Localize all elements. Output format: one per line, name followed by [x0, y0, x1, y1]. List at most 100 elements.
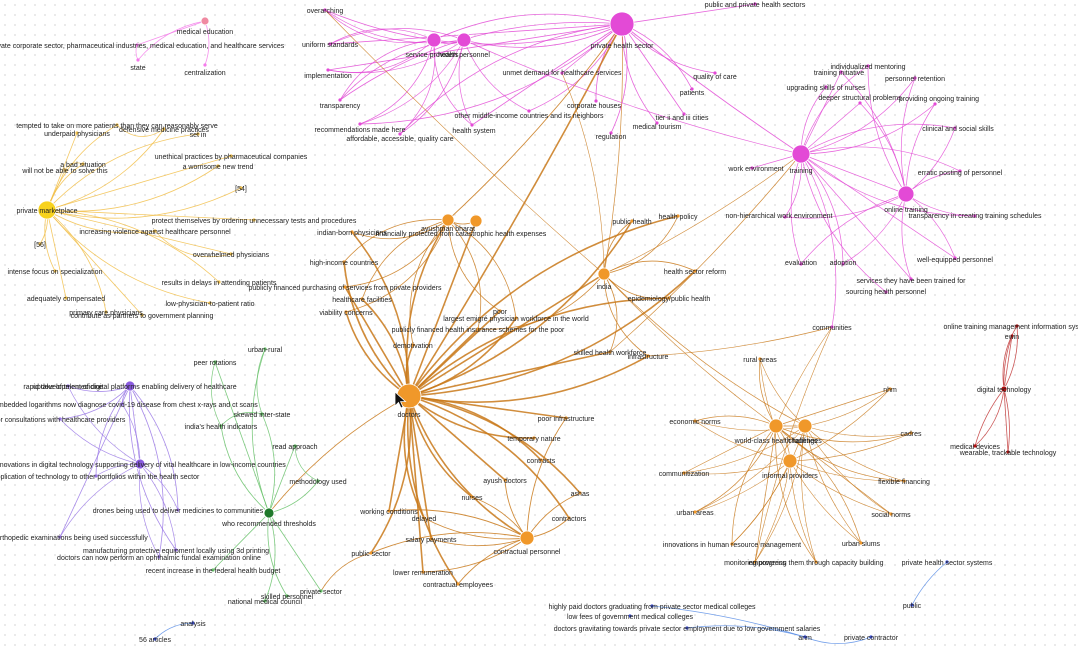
- node-blue-4[interactable]: [650, 604, 654, 608]
- node-yellow-12[interactable]: [38, 242, 42, 246]
- node-orange_right-9[interactable]: [693, 510, 697, 514]
- node-orange_center-0[interactable]: [441, 213, 455, 227]
- node-orange_center-29[interactable]: [519, 530, 535, 546]
- node-orange_center-11[interactable]: [630, 219, 634, 223]
- node-orange_center-16[interactable]: [608, 350, 612, 354]
- node-red-4[interactable]: [1006, 450, 1010, 454]
- node-orange_center-2[interactable]: [350, 230, 354, 234]
- node-green-8[interactable]: [285, 594, 289, 598]
- node-purple-6[interactable]: [176, 508, 180, 512]
- node-right_magenta-11[interactable]: [973, 214, 977, 218]
- node-blue-5[interactable]: [628, 614, 632, 618]
- node-orange_center-19[interactable]: [564, 416, 568, 420]
- node-yellow-17[interactable]: [208, 301, 212, 305]
- node-purple-4[interactable]: [134, 458, 146, 470]
- node-right_magenta-4[interactable]: [858, 101, 862, 105]
- node-yellow-0[interactable]: [115, 123, 119, 127]
- node-red-1[interactable]: [1010, 334, 1014, 338]
- node-top_left_pink-1[interactable]: [135, 43, 139, 47]
- node-orange_center-23[interactable]: [470, 495, 474, 499]
- node-top_magenta-17[interactable]: [655, 121, 659, 125]
- node-top_magenta-10[interactable]: [560, 71, 564, 75]
- node-purple-3[interactable]: [58, 417, 62, 421]
- node-yellow-2[interactable]: [162, 127, 166, 131]
- node-yellow-19[interactable]: [140, 313, 144, 317]
- node-green-10[interactable]: [319, 589, 323, 593]
- node-orange_center-1[interactable]: [469, 214, 483, 228]
- node-green-7[interactable]: [211, 568, 215, 572]
- node-yellow-13[interactable]: [229, 252, 233, 256]
- node-orange_center-28[interactable]: [429, 537, 433, 541]
- node-orange_center-4[interactable]: [343, 285, 347, 289]
- node-orange_center-22[interactable]: [503, 478, 507, 482]
- node-yellow-16[interactable]: [64, 296, 68, 300]
- node-yellow-7[interactable]: [63, 168, 67, 172]
- node-yellow-6[interactable]: [81, 162, 85, 166]
- node-top_left_pink-0[interactable]: [200, 16, 210, 26]
- node-orange_center-24[interactable]: [578, 491, 582, 495]
- node-orange_center-25[interactable]: [387, 509, 391, 513]
- node-top_left_pink-2[interactable]: [136, 58, 140, 62]
- node-top_magenta-18[interactable]: [609, 131, 613, 135]
- node-top_magenta-14[interactable]: [713, 71, 717, 75]
- node-orange_right-6[interactable]: [782, 453, 798, 469]
- node-red-2[interactable]: [1000, 385, 1008, 393]
- node-right_magenta-18[interactable]: [830, 325, 834, 329]
- node-purple-1[interactable]: [124, 380, 136, 392]
- node-right_magenta-15[interactable]: [841, 262, 845, 266]
- node-right_magenta-9[interactable]: [958, 169, 962, 173]
- node-purple-9[interactable]: [157, 555, 161, 559]
- node-orange_right-10[interactable]: [889, 512, 893, 516]
- node-right_magenta-10[interactable]: [897, 185, 915, 203]
- node-top_magenta-2[interactable]: [426, 32, 442, 48]
- node-right_magenta-16[interactable]: [909, 277, 913, 281]
- node-top_magenta-1[interactable]: [328, 42, 332, 46]
- node-green-0[interactable]: [263, 347, 267, 351]
- node-right_magenta-8[interactable]: [791, 144, 811, 164]
- node-blue-2[interactable]: [191, 621, 195, 625]
- node-purple-7[interactable]: [58, 535, 62, 539]
- node-green-3[interactable]: [219, 424, 223, 428]
- node-top_magenta-3[interactable]: [456, 32, 472, 48]
- node-orange_center-6[interactable]: [344, 310, 348, 314]
- node-orange_right-11[interactable]: [730, 542, 734, 546]
- node-blue-0[interactable]: [945, 560, 949, 564]
- node-yellow-5[interactable]: [216, 164, 220, 168]
- node-green-9[interactable]: [263, 599, 267, 603]
- node-orange_right-2[interactable]: [693, 419, 697, 423]
- node-orange_right-0[interactable]: [758, 357, 762, 361]
- node-yellow-11[interactable]: [153, 229, 157, 233]
- node-right_magenta-13[interactable]: [953, 256, 957, 260]
- node-right_magenta-14[interactable]: [799, 262, 803, 266]
- node-orange_right-5[interactable]: [909, 431, 913, 435]
- node-orange_center-3[interactable]: [342, 260, 346, 264]
- node-yellow-10[interactable]: [252, 218, 256, 222]
- node-right_magenta-3[interactable]: [824, 85, 828, 89]
- node-yellow-1[interactable]: [75, 131, 79, 135]
- node-purple-0[interactable]: [66, 384, 70, 388]
- node-yellow-18[interactable]: [104, 310, 108, 314]
- node-orange_center-12[interactable]: [676, 214, 680, 218]
- node-orange_center-8[interactable]: [514, 316, 518, 320]
- node-orange_right-3[interactable]: [768, 418, 784, 434]
- node-orange_right-14[interactable]: [814, 560, 818, 564]
- node-orange_center-30[interactable]: [369, 551, 373, 555]
- node-yellow-4[interactable]: [229, 154, 233, 158]
- node-purple-5[interactable]: [94, 474, 98, 478]
- node-blue-7[interactable]: [803, 635, 807, 639]
- node-orange_center-17[interactable]: [646, 354, 650, 358]
- node-top_magenta-15[interactable]: [690, 87, 694, 91]
- node-orange_center-20[interactable]: [532, 436, 536, 440]
- node-top_magenta-7[interactable]: [470, 123, 474, 127]
- node-yellow-15[interactable]: [217, 280, 221, 284]
- node-yellow-14[interactable]: [53, 269, 57, 273]
- node-orange_right-12[interactable]: [859, 541, 863, 545]
- node-orange_right-1[interactable]: [888, 387, 892, 391]
- node-green-4[interactable]: [293, 444, 297, 448]
- node-yellow-9[interactable]: [37, 200, 57, 220]
- node-top_magenta-5[interactable]: [338, 98, 342, 102]
- node-yellow-8[interactable]: [239, 186, 243, 190]
- node-top_left_pink-3[interactable]: [203, 63, 207, 67]
- node-right_magenta-2[interactable]: [913, 76, 917, 80]
- node-orange_right-4[interactable]: [797, 418, 813, 434]
